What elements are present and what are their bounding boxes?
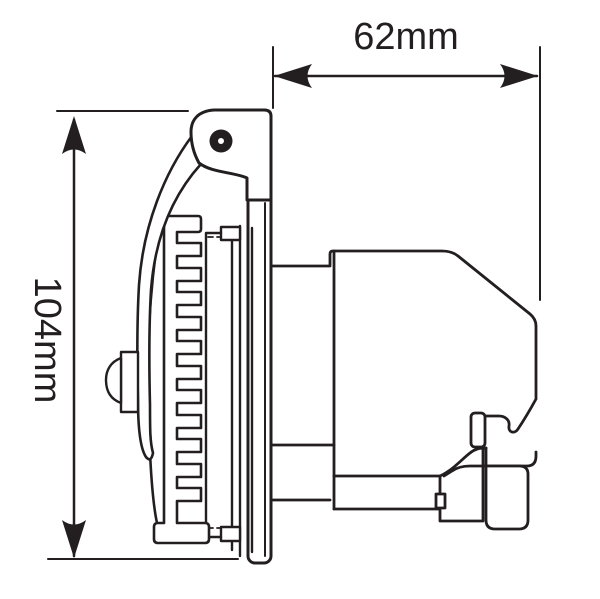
collar-rib-comb (152, 214, 211, 545)
latch-catch (469, 411, 487, 449)
ribbed-collar (146, 214, 211, 545)
bottom-step (332, 474, 442, 511)
knob-dome (104, 356, 123, 405)
latch-support-curve (438, 446, 488, 478)
latch-lever (483, 397, 538, 434)
mounting-flange (246, 108, 273, 565)
rear-housing-top-outline (269, 249, 538, 400)
height-dimension-label: 104mm (26, 277, 68, 404)
bezel-top-tooth (219, 225, 242, 242)
spring-clip (104, 134, 203, 461)
bezel-bottom-tooth (219, 525, 242, 543)
bottom-box-tab (434, 492, 447, 510)
width-arrowhead-left (274, 64, 312, 88)
bottom-block (484, 446, 530, 531)
inner-cylinder (204, 231, 223, 539)
cap-outline (189, 108, 273, 202)
knob-plate (119, 350, 140, 414)
width-dimension-label: 62mm (353, 16, 459, 58)
dimension-height: 104mm (26, 110, 239, 560)
height-arrowhead-bottom (62, 520, 86, 558)
height-arrowhead-top (62, 116, 86, 154)
dimension-width: 62mm (272, 16, 541, 301)
socket-bezel (204, 224, 242, 558)
width-arrowhead-right (500, 64, 538, 88)
spring-clip-arm (136, 134, 203, 461)
cable-latch (469, 397, 538, 531)
hinged-cap (189, 108, 273, 202)
pivot-rivet-center (218, 138, 224, 144)
